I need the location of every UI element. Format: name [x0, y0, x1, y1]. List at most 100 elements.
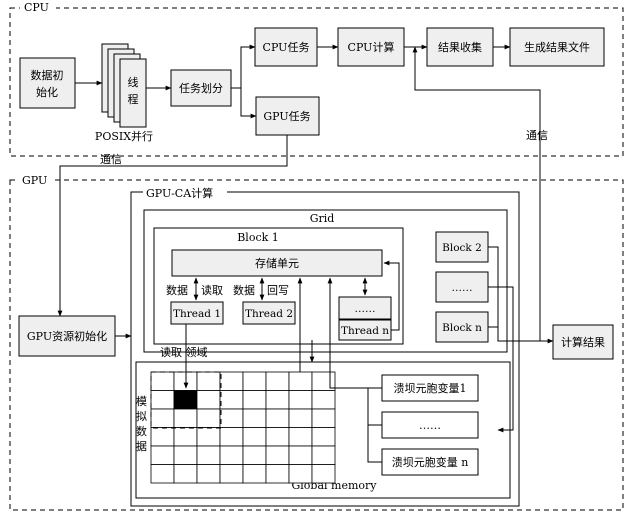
grid-cell	[265, 427, 290, 447]
cpu-task-label: CPU任务	[263, 41, 310, 54]
grid-cell	[265, 390, 290, 410]
grid-cell	[219, 371, 244, 391]
thread-ellipsis-box	[338, 296, 392, 320]
arrow-blocks-to-vars	[488, 286, 514, 433]
var-ellipsis-label: ……	[419, 419, 441, 432]
cpu-compute-label: CPU计算	[348, 40, 395, 54]
grid-cell	[242, 464, 267, 484]
grid-cell	[219, 408, 244, 428]
gpu-region-label: GPU	[22, 174, 47, 187]
sim-data-label-4: 据	[136, 439, 147, 453]
arrow-threadn-to-storage	[383, 260, 400, 331]
grid-cell	[242, 445, 267, 465]
sim-data-label-1: 模	[136, 395, 147, 408]
block2-box	[435, 231, 489, 263]
var-ellipsis-box	[381, 411, 479, 439]
grid-cell	[288, 464, 313, 484]
data-init-label-2: 始化	[36, 85, 58, 99]
thread2-label: Thread 2	[245, 308, 293, 320]
grid-cell	[219, 390, 244, 410]
arrow-vars-up-to-storage	[327, 277, 368, 389]
grid-cell	[150, 390, 175, 410]
block-ellipsis-box	[435, 271, 489, 303]
grid-cell	[173, 427, 198, 447]
grid-cell	[265, 445, 290, 465]
blockn-label: Block n	[442, 322, 482, 334]
comm-label-left: 通信	[100, 153, 122, 166]
global-memory-frame	[135, 361, 511, 499]
thread-label-1: 线	[128, 75, 139, 89]
grid-cell	[196, 390, 221, 410]
gen-result-file-box	[509, 27, 605, 67]
data-init-box	[19, 57, 76, 109]
grid-cell	[150, 371, 175, 391]
arrow-partition-to-gpu-task	[240, 88, 257, 119]
grid-cell	[288, 427, 313, 447]
block-ellipsis-label: ……	[452, 282, 473, 294]
grid-cell	[265, 408, 290, 428]
cpu-task-box	[254, 27, 318, 67]
gen-result-file-label: 生成结果文件	[524, 40, 590, 54]
grid-cell	[242, 408, 267, 428]
varn-label: 溃坝元胞变量 n	[392, 455, 469, 469]
grid-cell	[242, 371, 267, 391]
grid-cell	[288, 408, 313, 428]
grid-cell	[196, 371, 221, 391]
data-init-label-1: 数据初	[31, 68, 64, 82]
gpu-resource-init-box	[18, 315, 116, 357]
comm-label-right: 通信	[526, 129, 548, 142]
grid-cell	[288, 371, 313, 391]
cpu-region-label: CPU	[24, 1, 49, 14]
thread-stack-front	[119, 58, 147, 128]
thread-label-2: 程	[128, 93, 139, 106]
grid-cell	[311, 445, 336, 465]
grid-cell	[196, 464, 221, 484]
arrow-partition-to-cpu-task	[231, 44, 256, 89]
var1-label: 溃坝元胞变量1	[394, 381, 467, 395]
sim-data-label-2: 拟	[136, 409, 147, 423]
block2-label: Block 2	[442, 242, 482, 254]
grid-cell	[196, 445, 221, 465]
grid-cell	[173, 445, 198, 465]
posix-label: POSIX并行	[95, 129, 153, 143]
grid-cell	[311, 464, 336, 484]
grid-cell	[311, 408, 336, 428]
thread2-box	[242, 301, 296, 325]
grid-cell	[288, 445, 313, 465]
read-label-1: 读取	[201, 283, 223, 297]
result-collect-box	[426, 27, 494, 67]
read-neighbor-label: 读取 领域	[160, 345, 208, 359]
result-collect-label: 结果收集	[438, 40, 482, 54]
task-partition-label: 任务划分	[179, 82, 223, 95]
compute-result-box	[552, 324, 614, 360]
cpu-compute-box	[337, 27, 405, 67]
data-label-2: 数据	[233, 283, 255, 297]
thread1-label: Thread 1	[173, 308, 221, 320]
gpu-task-label: GPU任务	[263, 110, 310, 123]
cpu-region	[9, 7, 624, 157]
gpu-ca-frame	[130, 191, 520, 507]
arrow-block2-to-result	[488, 246, 554, 344]
block1-label: Block 1	[237, 231, 279, 244]
grid-cell	[196, 408, 221, 428]
grid-cell	[265, 464, 290, 484]
grid-cell	[219, 445, 244, 465]
grid-cell	[311, 427, 336, 447]
data-label-1: 数据	[166, 283, 188, 297]
varn-box	[381, 448, 479, 476]
var1-box	[381, 374, 479, 402]
sim-data-label-3: 数	[136, 425, 147, 438]
grid-frame	[143, 209, 508, 353]
gpu-task-box	[255, 96, 320, 136]
block1-frame	[153, 227, 404, 345]
grid-cell	[288, 390, 313, 410]
grid-cell	[219, 464, 244, 484]
blockn-box	[435, 311, 489, 343]
grid-cell	[311, 390, 336, 410]
thread1-box	[170, 301, 224, 325]
gpu-ca-label: GPU-CA计算	[146, 186, 213, 200]
grid-cell	[150, 464, 175, 484]
threadn-label: Thread n	[341, 325, 389, 337]
gpu-region	[9, 179, 624, 511]
